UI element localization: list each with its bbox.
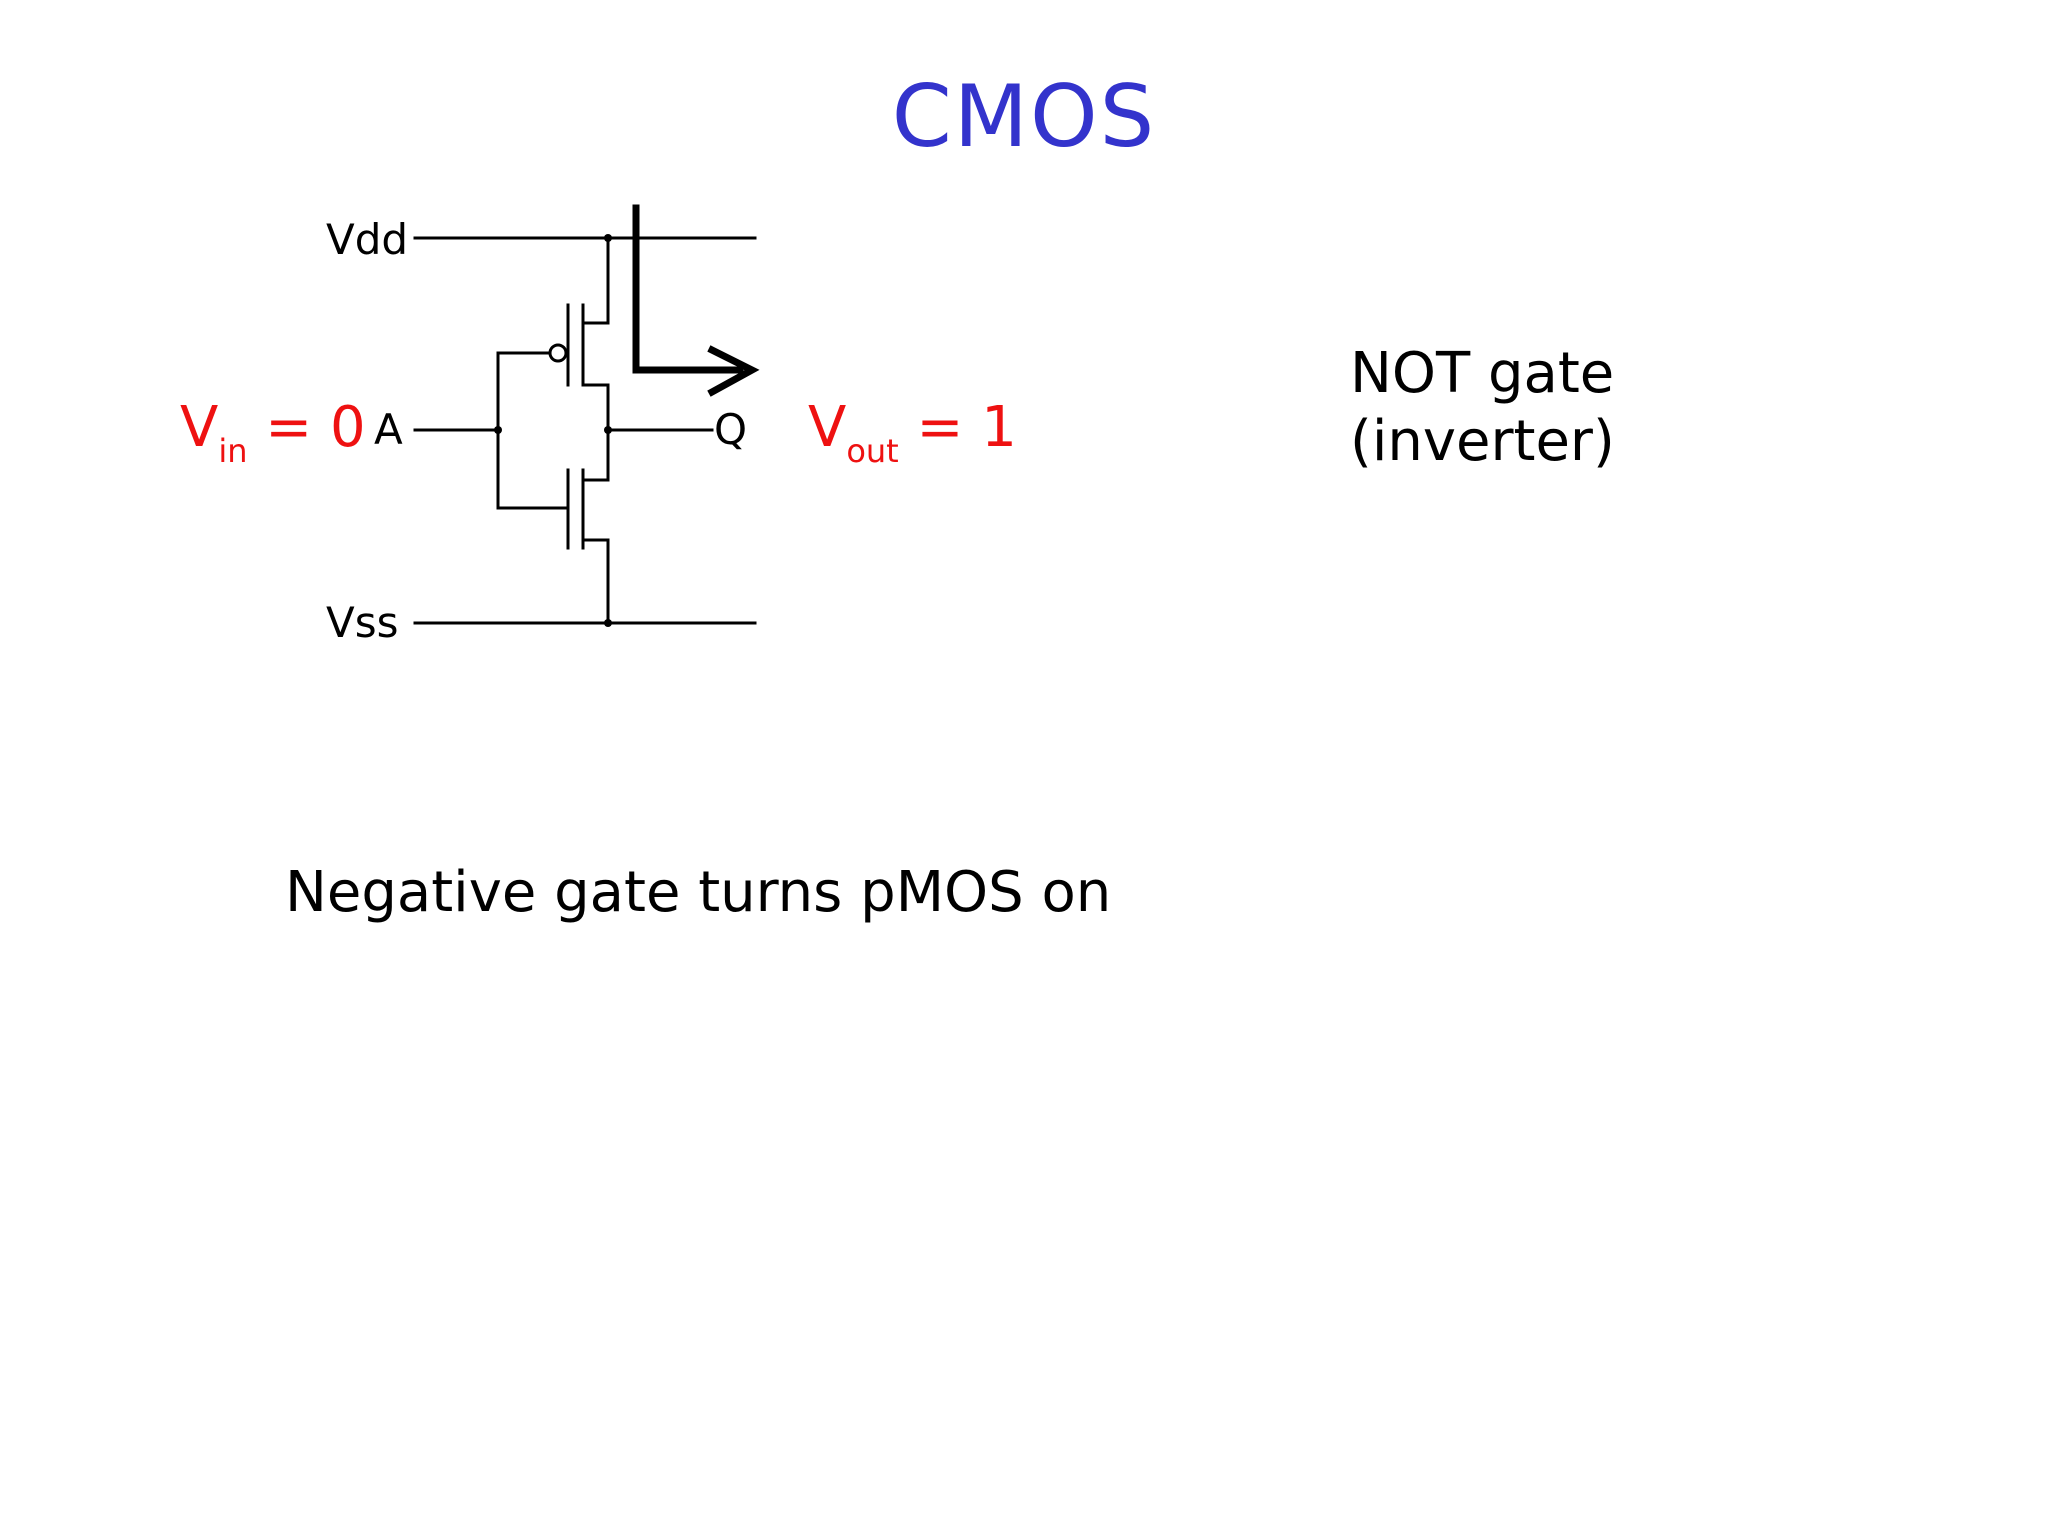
vin-value: = 0 <box>265 395 366 460</box>
vout-value: = 1 <box>916 395 1017 460</box>
slide-caption: Negative gate turns pMOS on <box>285 860 1112 925</box>
output-label: Q <box>714 405 748 454</box>
vout-symbol: V <box>808 395 847 460</box>
junction-input <box>494 426 502 434</box>
vin-label: Vin = 0 <box>180 393 366 486</box>
junction-output <box>604 426 612 434</box>
slide-title: CMOS <box>891 67 1157 167</box>
input-label: A <box>374 405 403 454</box>
vss-label: Vss <box>326 598 399 647</box>
vout-label: Vout = 1 <box>808 393 1017 486</box>
side-note-line2: (inverter) <box>1350 409 1615 474</box>
arrow-head <box>707 345 760 397</box>
vin-symbol: V <box>180 395 219 460</box>
junction-vdd <box>604 234 612 242</box>
pmos-gate-bubble <box>548 343 568 363</box>
junction-vss <box>604 619 612 627</box>
vin-subscript: in <box>218 432 248 470</box>
vout-subscript: out <box>846 432 899 470</box>
current-flow-arrow <box>632 204 744 374</box>
side-note-line1: NOT gate <box>1350 341 1615 406</box>
side-note: NOT gate (inverter) <box>1350 340 1615 476</box>
vdd-label: Vdd <box>326 215 409 264</box>
